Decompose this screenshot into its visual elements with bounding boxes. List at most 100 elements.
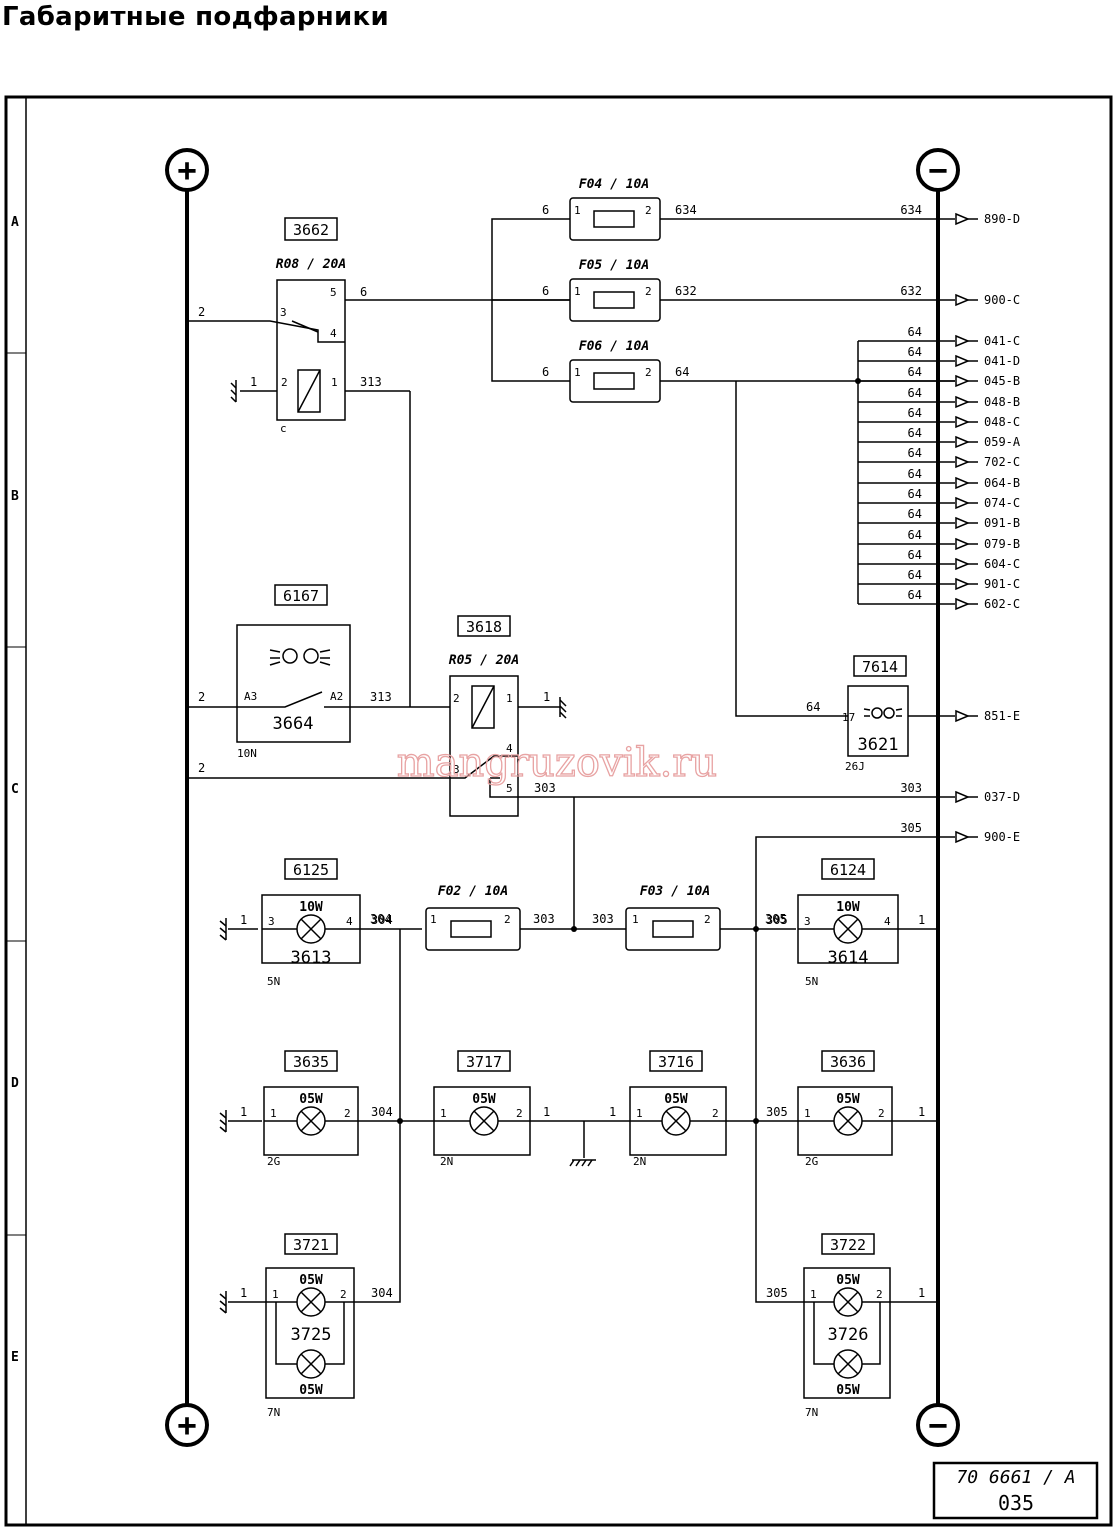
wire-label: 6 [360, 285, 367, 299]
sheet-number: 035 [998, 1491, 1034, 1515]
reference-label: 048-C [984, 415, 1020, 429]
lamp-tag: 3717 [466, 1053, 502, 1071]
plus-terminal-bottom: + [165, 1403, 209, 1447]
wire-label: 1 [918, 1286, 925, 1300]
pin: 2 [878, 1107, 885, 1120]
pin: 4 [346, 915, 353, 928]
junction [855, 378, 861, 384]
wire-label: 64 [908, 426, 922, 440]
drawing-stamp: 70 6661 / A 035 [932, 1461, 1099, 1520]
arrow-icon [955, 293, 970, 307]
fuse-label: F06 / 10A [579, 339, 649, 354]
fuse-label: F04 / 10A [579, 177, 649, 192]
reference-label: 604-C [984, 557, 1020, 571]
lamp-code: 3614 [828, 948, 869, 968]
wire-label: 64 [908, 528, 922, 542]
output-ref-064-b: 064-B [955, 476, 1020, 490]
pin: 3 [453, 763, 460, 776]
wire-label: 64 [908, 406, 922, 420]
wire-label: 1 [240, 1105, 247, 1119]
output-ref-041-c: 041-C [955, 334, 1020, 348]
minus-terminal-top: − [916, 148, 960, 192]
headlight-icon [269, 648, 331, 666]
pin: 1 [632, 913, 639, 926]
ground-icon [219, 918, 227, 941]
plus-terminal-top: + [165, 148, 209, 192]
wire-label: 64 [908, 325, 922, 339]
connector-code: 5N [267, 975, 280, 988]
pin: 1 [574, 204, 581, 217]
output-ref-041-d: 041-D [955, 354, 1020, 368]
lamp-power: 05W [836, 1273, 860, 1288]
output-ref-702-c: 702-C [955, 455, 1020, 469]
fuse-f06: F06 / 10A 1 2 6 64 [542, 339, 689, 403]
pin: 4 [884, 915, 891, 928]
minus-sign: − [928, 1406, 947, 1444]
connector-code: 7N [805, 1406, 818, 1419]
output-ref-851-e: 851-E [955, 709, 1020, 723]
relay-sub: c [280, 422, 287, 435]
lamp-tag: 3722 [830, 1236, 866, 1254]
wiring-row-d2 [228, 1120, 938, 1167]
plus-sign: + [177, 1406, 196, 1444]
wire-label: 303 [533, 912, 555, 926]
wire-label: 305 [900, 821, 922, 835]
pin: 1 [331, 376, 338, 389]
wire-label: 64 [675, 365, 689, 379]
output-ref-037-d: 037-D [955, 790, 1020, 804]
output-ref-074-c: 074-C [955, 496, 1020, 510]
tell-tale-code: 3621 [858, 735, 899, 755]
pin: 1 [272, 1288, 279, 1301]
wire-label: 64 [908, 568, 922, 582]
row-label-d: D [11, 1076, 19, 1091]
pin: 2 [516, 1107, 523, 1120]
wire-label: 64 [908, 446, 922, 460]
wire-label: 634 [675, 203, 697, 217]
lamp-tag: 3636 [830, 1053, 866, 1071]
arrow-icon [955, 374, 970, 388]
pin: A3 [244, 690, 257, 703]
wire-label: 305 [765, 912, 787, 926]
relay-tag: 3618 [466, 618, 502, 636]
pin: 2 [344, 1107, 351, 1120]
ground-icon [219, 1110, 227, 1133]
pin: 3 [280, 306, 287, 319]
plus-sign: + [177, 151, 196, 189]
lamp-power: 05W [664, 1092, 688, 1107]
wire-label: 305 [766, 913, 788, 927]
row-label-a: A [11, 215, 19, 230]
pin: 5 [330, 286, 337, 299]
reference-label: 079-B [984, 537, 1020, 551]
wire-label: 1 [609, 1105, 616, 1119]
junction [753, 926, 759, 932]
relay-3618: 3618 R05 / 20A 2 1 4 3 5 1 303 2 [189, 615, 955, 817]
lamp-tag: 6125 [293, 861, 329, 879]
row-label-e: E [11, 1350, 19, 1365]
output-ref-045-b: 045-B [955, 374, 1020, 388]
wire-label: 304 [370, 912, 392, 926]
headlight-icon [863, 707, 903, 719]
pin: 2 [876, 1288, 883, 1301]
fuse-f03: F03 / 10A 1 2 303 305 [592, 884, 787, 951]
relay-label: R08 / 20A [276, 257, 346, 272]
lamp-power: 05W [836, 1092, 860, 1107]
reference-label: 890-D [984, 212, 1020, 226]
wire-label: 64 [908, 507, 922, 521]
arrow-icon [955, 537, 970, 551]
lamp-tag: 3716 [658, 1053, 694, 1071]
pin: 1 [810, 1288, 817, 1301]
wire-label: 64 [908, 365, 922, 379]
wire-label: 64 [806, 700, 820, 714]
ground-icon [219, 1291, 227, 1314]
reference-label: 900-C [984, 293, 1020, 307]
reference-label: 041-D [984, 354, 1020, 368]
ground-icon [559, 697, 567, 719]
